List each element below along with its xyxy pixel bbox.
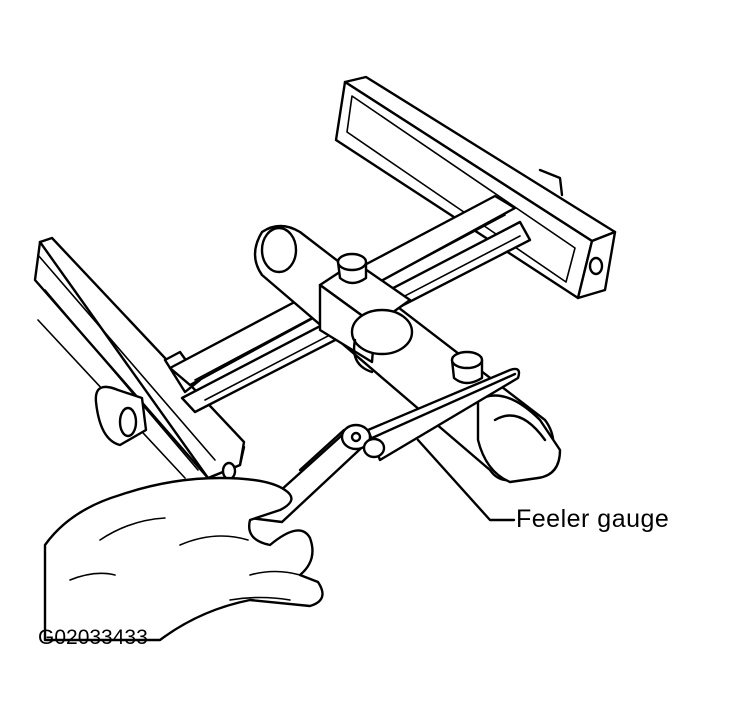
near-bearing-cap bbox=[33, 236, 246, 481]
hand bbox=[43, 476, 324, 642]
bolt-upper bbox=[336, 252, 368, 285]
far-bearing-cap bbox=[334, 75, 617, 300]
callout-leader bbox=[416, 438, 516, 522]
bolt-lower bbox=[450, 350, 484, 385]
callout-label: Feeler gauge bbox=[516, 505, 670, 533]
figure-id: G02033433 bbox=[38, 626, 148, 649]
